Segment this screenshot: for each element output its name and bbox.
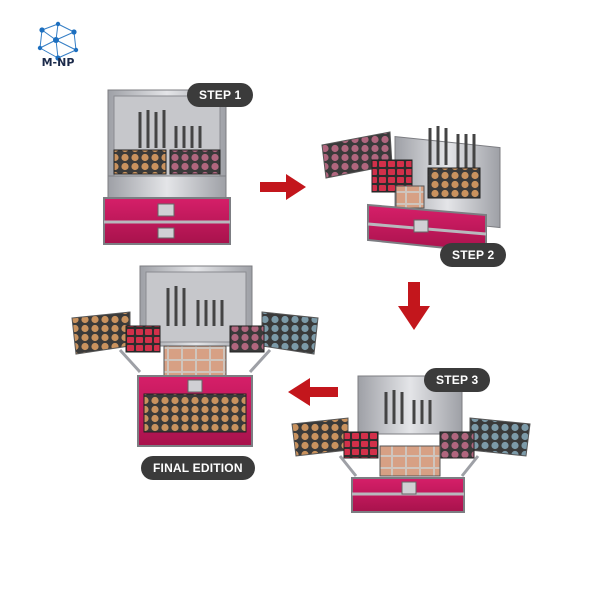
arrow-down-step2-to-step3 <box>398 282 430 330</box>
arrow-right-step1-to-step2 <box>260 174 306 200</box>
case-final-edition <box>71 265 319 447</box>
case-step-2 <box>321 126 501 254</box>
brand-name: M-NP <box>41 56 75 69</box>
brand-logo <box>37 21 79 61</box>
step-2-label: STEP 2 <box>440 243 507 267</box>
step-1-label: STEP 1 <box>187 83 254 107</box>
final-edition-label: FINAL EDITION <box>141 456 255 480</box>
step-3-label: STEP 3 <box>424 368 491 392</box>
case-step-3 <box>291 375 531 513</box>
case-step-1 <box>103 89 231 245</box>
arrow-left-step3-to-final <box>288 378 338 406</box>
